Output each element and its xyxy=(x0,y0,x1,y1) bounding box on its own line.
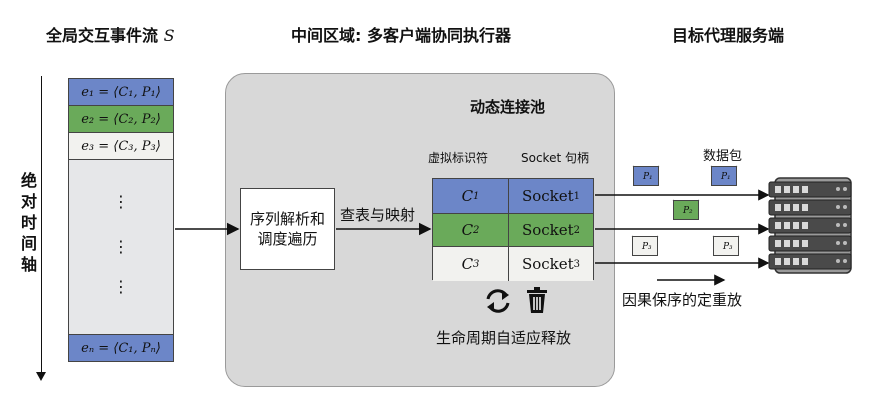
ellipsis: ⋮ xyxy=(113,277,129,296)
event-e3: e₃ = ⟨C₃, P₃⟩ xyxy=(69,133,173,160)
server-icon xyxy=(768,177,852,274)
parser-line2: 调度遍历 xyxy=(257,230,318,248)
refresh-icon xyxy=(486,289,510,313)
axis-char: 对 xyxy=(20,192,37,211)
time-axis-label: 绝 对 时 间 轴 xyxy=(19,170,39,275)
pool-title: 动态连接池 xyxy=(470,98,546,116)
envelope-icon: P₁ xyxy=(633,166,659,186)
packet-label: 数据包 xyxy=(703,149,743,164)
replay-label: 因果保序的定重放 xyxy=(622,291,743,309)
event-en: eₙ = ⟨C₁, Pₙ⟩ xyxy=(69,334,173,361)
stream-header: 全局交互事件流 S xyxy=(46,22,175,46)
server-header: 目标代理服务端 xyxy=(672,26,785,45)
trash-icon xyxy=(527,287,547,313)
sequence-parser-box: 序列解析和 调度遍历 xyxy=(240,188,335,270)
time-axis-line xyxy=(41,76,42,376)
event-stream: e₁ = ⟨C₁, P₁⟩ e₂ = ⟨C₂, P₂⟩ e₃ = ⟨C₃, P₃… xyxy=(68,78,174,362)
stream-header-symbol: S xyxy=(163,26,175,45)
lookup-label: 查表与映射 xyxy=(340,206,416,224)
col-socket-header: Socket 句柄 xyxy=(521,151,589,165)
lifecycle-label: 生命周期自适应释放 xyxy=(436,329,572,347)
ellipsis: ⋮ xyxy=(113,237,129,256)
executor-header: 中间区域: 多客户端协同执行器 xyxy=(291,26,511,45)
parser-line1: 序列解析和 xyxy=(249,210,325,228)
axis-char: 间 xyxy=(20,234,37,253)
axis-char: 时 xyxy=(20,213,37,232)
ellipsis: ⋮ xyxy=(113,192,129,211)
stream-header-text: 全局交互事件流 xyxy=(46,26,159,45)
envelope-icon: P₂ xyxy=(673,200,699,220)
event-e2: e₂ = ⟨C₂, P₂⟩ xyxy=(69,106,173,133)
time-axis-arrowhead xyxy=(36,372,46,381)
axis-char: 绝 xyxy=(20,171,37,190)
event-e1: e₁ = ⟨C₁, P₁⟩ xyxy=(69,79,173,106)
envelope-icon: P₃ xyxy=(632,236,658,256)
envelope-icon: P₃ xyxy=(713,236,739,256)
col-id-header: 虚拟标识符 xyxy=(428,151,489,165)
axis-char: 轴 xyxy=(20,255,37,274)
envelope-icon: P₁ xyxy=(711,166,737,186)
